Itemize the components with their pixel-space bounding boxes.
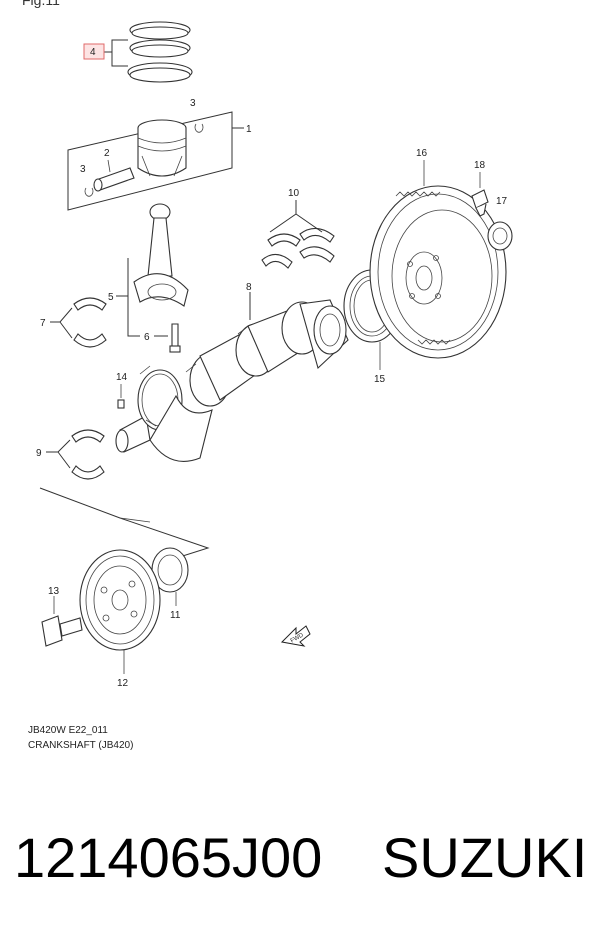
piston-pin <box>93 167 135 192</box>
main-bearings <box>71 429 105 480</box>
thrust-bearings <box>261 227 335 269</box>
piston-rings <box>127 21 193 83</box>
callout-7: 7 <box>40 318 46 329</box>
brand-name: SUZUKI <box>382 826 588 889</box>
product-info-strip <box>0 772 600 932</box>
callout-2: 2 <box>104 148 110 159</box>
flywheel-bolt <box>471 189 489 217</box>
callout-3-left: 3 <box>80 164 86 175</box>
pin-clip-right <box>194 123 204 133</box>
pin-clip-left <box>84 187 94 197</box>
callout-5: 5 <box>108 292 114 303</box>
rod-bolt <box>169 323 181 353</box>
callout-8: 8 <box>246 282 252 293</box>
crank-key <box>117 399 125 409</box>
rod-bearings <box>73 297 107 348</box>
figure-heading: Fig.11 <box>22 0 60 8</box>
callout-12: 12 <box>117 678 129 689</box>
callout-10: 10 <box>288 188 300 199</box>
figure-code: JB420W E22_011 <box>28 725 108 736</box>
callout-1: 1 <box>246 124 252 135</box>
pulley-bolt <box>41 615 83 647</box>
callout-9: 9 <box>36 448 42 459</box>
callout-4: 4 <box>90 47 96 58</box>
callout-4-highlight <box>83 43 105 60</box>
callout-17: 17 <box>496 196 508 207</box>
callout-15: 15 <box>374 374 386 385</box>
figure-title: CRANKSHAFT (JB420) <box>28 740 134 751</box>
front-oil-seal <box>151 547 189 593</box>
callout-16: 16 <box>416 148 428 159</box>
callout-13: 13 <box>48 586 60 597</box>
callout-14: 14 <box>116 372 128 383</box>
callout-6: 6 <box>144 332 150 343</box>
part-number: 1214065J00 <box>14 826 323 889</box>
exploded-parts-diagram: Fig.11 4 1 2 <box>22 0 513 751</box>
crank-pulley <box>79 549 161 651</box>
pilot-bearing <box>487 221 513 251</box>
diagram-svg: 4 1 2 3 3 5 <box>36 21 513 689</box>
fwd-arrow-icon: FWD <box>280 625 311 647</box>
callout-18: 18 <box>474 160 486 171</box>
callout-3-right: 3 <box>190 98 196 109</box>
piston <box>137 119 187 177</box>
callout-11: 11 <box>170 610 181 621</box>
connecting-rod <box>133 203 189 307</box>
crankshaft <box>115 299 349 462</box>
flywheel <box>369 185 507 359</box>
